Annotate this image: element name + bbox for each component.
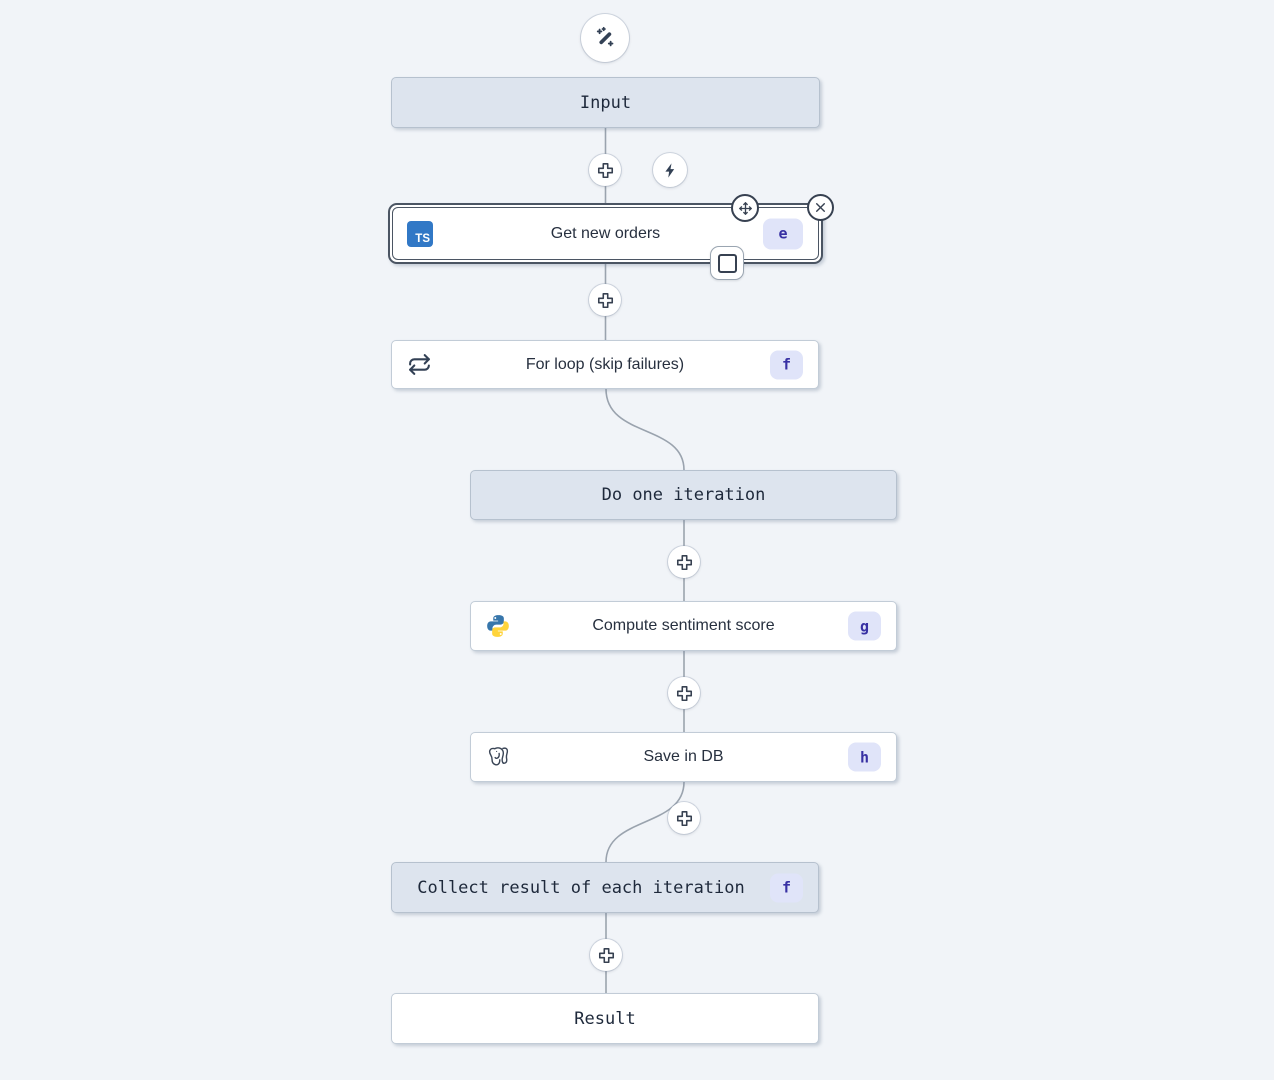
add-step-button-4[interactable] [668,677,700,709]
node-save-in-db[interactable]: Save in DB h [470,732,897,782]
edge-for-loop-to-iteration [605,388,685,471]
plus-icon [675,553,694,572]
node-input[interactable]: Input [391,77,820,128]
node-get-new-orders-label: Get new orders [550,224,661,242]
postgresql-icon [485,744,511,770]
edge-save-to-collect [605,781,685,863]
add-step-button-1[interactable] [589,154,621,186]
node-compute-sentiment-score[interactable]: Compute sentiment score g [470,601,897,651]
close-icon [814,201,827,214]
stop-after-step-button[interactable] [710,246,744,280]
typescript-icon: TS [407,220,433,247]
node-compute-sentiment-score-label: Compute sentiment score [592,617,775,634]
plus-icon [675,809,694,828]
node-result[interactable]: Result [391,993,819,1044]
add-step-button-3[interactable] [668,546,700,578]
node-do-one-iteration-label: Do one iteration [601,485,766,505]
node-collect-result-label: Collect result of each iteration [417,877,745,898]
repeat-icon [406,352,432,378]
typescript-icon-label: TS [415,232,430,245]
add-step-button-5[interactable] [668,802,700,834]
step-id-badge-e: e [763,218,803,249]
add-step-button-2[interactable] [589,284,621,316]
node-collect-result[interactable]: Collect result of each iteration f [391,862,819,913]
python-icon [485,613,511,639]
add-trigger-button[interactable] [653,153,687,187]
node-for-loop-label: For loop (skip failures) [525,355,685,373]
plus-icon [597,946,616,965]
node-save-in-db-label: Save in DB [643,748,724,765]
plus-icon [675,684,694,703]
plus-icon [596,291,615,310]
step-id-badge-f: f [770,350,803,379]
step-id-badge-h: h [848,742,881,772]
delete-step-button[interactable] [807,194,834,221]
move-step-button[interactable] [731,194,759,222]
magic-wand-icon [592,25,618,51]
step-id-badge-f2: f [770,873,803,902]
ai-flow-builder-button[interactable] [581,14,629,62]
add-step-button-6[interactable] [590,939,622,971]
node-do-one-iteration[interactable]: Do one iteration [470,470,897,520]
stop-square-icon [717,253,737,273]
node-result-label: Result [574,1008,636,1029]
node-input-label: Input [579,92,632,113]
step-id-badge-g: g [848,611,881,641]
move-icon [737,200,754,217]
plus-icon [596,161,615,180]
lightning-bolt-icon [662,162,679,179]
node-for-loop[interactable]: For loop (skip failures) f [391,340,819,389]
